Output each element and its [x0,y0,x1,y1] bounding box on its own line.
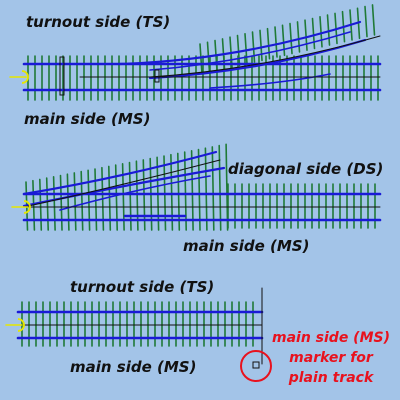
diverging-sleeper [304,19,308,52]
closure-rail [59,175,211,211]
turnout-sleeper [183,151,187,231]
diverging-rail [22,150,218,196]
marker-label-line-2: marker for [289,350,373,366]
diverging-sleeper [364,5,368,38]
label-diagonal-side: diagonal side (DS) [228,160,384,178]
turnout-sleeper [204,147,208,231]
diverging-centre-line [23,159,221,208]
diverging-rail [118,20,362,66]
guard-rail [209,73,331,89]
turnout-sleeper [52,176,56,231]
diverging-sleeper [251,31,256,63]
turnout-sleeper [45,177,50,231]
diverging-sleeper [326,14,331,46]
turnout-sleeper [73,172,77,231]
connector-icon [17,318,25,332]
marker-label-line-3: plain track [288,370,374,386]
turnout-sleeper [38,178,43,231]
marker-label-line-1: main side (MS) [271,330,390,346]
turnout-sleeper [59,174,63,231]
diverging-sleeper [296,21,301,53]
label-main-side-bottom: main side (MS) [70,358,197,376]
diverging-sleeper [199,43,203,75]
turnout-sleeper [170,153,174,231]
turnout-sleeper [190,150,194,231]
turnout-right-track [9,4,382,101]
label-main-side-top: main side (MS) [24,110,151,128]
label-turnout-side-top: turnout side (TS) [26,13,171,31]
label-main-side-middle: main side (MS) [183,237,310,255]
diverging-sleeper [244,32,248,65]
diverging-sleeper [311,17,316,50]
diverging-sleeper [289,22,293,55]
turnout-sleeper [211,146,215,231]
turnout-sleeper [197,148,201,231]
diverging-sleeper [281,24,286,57]
connector-icon [23,200,31,214]
diverging-rail [148,38,367,80]
turnout-sleeper [66,173,70,231]
diverging-sleeper [266,27,271,60]
diverging-centre-line [149,35,381,78]
diverging-sleeper [259,29,263,62]
turnout-sleeper [218,144,222,231]
point-motor-box [59,56,65,96]
frog-marker [154,69,160,83]
turnout-sleeper [177,152,181,231]
diverging-sleeper [371,4,376,36]
label-turnout-side-bottom: turnout side (TS) [70,278,215,296]
diverging-sleeper [236,34,241,67]
closure-rail [149,31,351,71]
turnout-left-track [11,143,382,231]
connector-icon [21,70,29,84]
turnout-sleeper [225,143,229,231]
diverging-sleeper [319,15,323,48]
diverging-rail [22,166,226,208]
plain-track [5,301,264,347]
main-side-marker [240,287,272,382]
diverging-sleeper [274,26,278,58]
marker-circle [240,350,272,382]
marker-square [252,361,260,369]
